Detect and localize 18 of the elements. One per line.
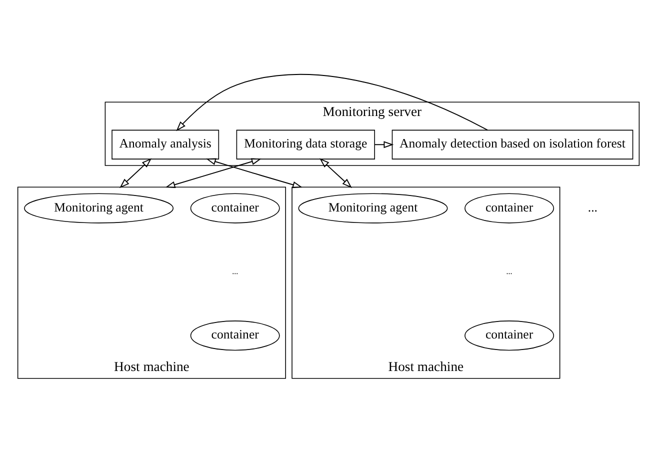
node-box: Anomaly analysis (112, 129, 220, 159)
arrow (176, 74, 488, 131)
arrow (120, 158, 152, 188)
arrow (320, 158, 352, 188)
arrow (374, 140, 394, 148)
node-box: Anomaly detection based on isolation forest (392, 129, 634, 159)
node-box: Monitoring data storage (236, 129, 375, 159)
arrow (206, 158, 303, 188)
node-ellipse: container (190, 320, 280, 350)
label: ... (588, 200, 598, 214)
label: ... (506, 266, 512, 276)
node-ellipse: Monitoring agent (24, 192, 174, 223)
node-ellipse: Monitoring agent (298, 192, 448, 223)
label: ... (232, 266, 238, 276)
node-ellipse: container (464, 320, 554, 350)
node-ellipse: container (464, 192, 554, 223)
node-ellipse: container (190, 192, 280, 223)
arrow (165, 158, 262, 188)
